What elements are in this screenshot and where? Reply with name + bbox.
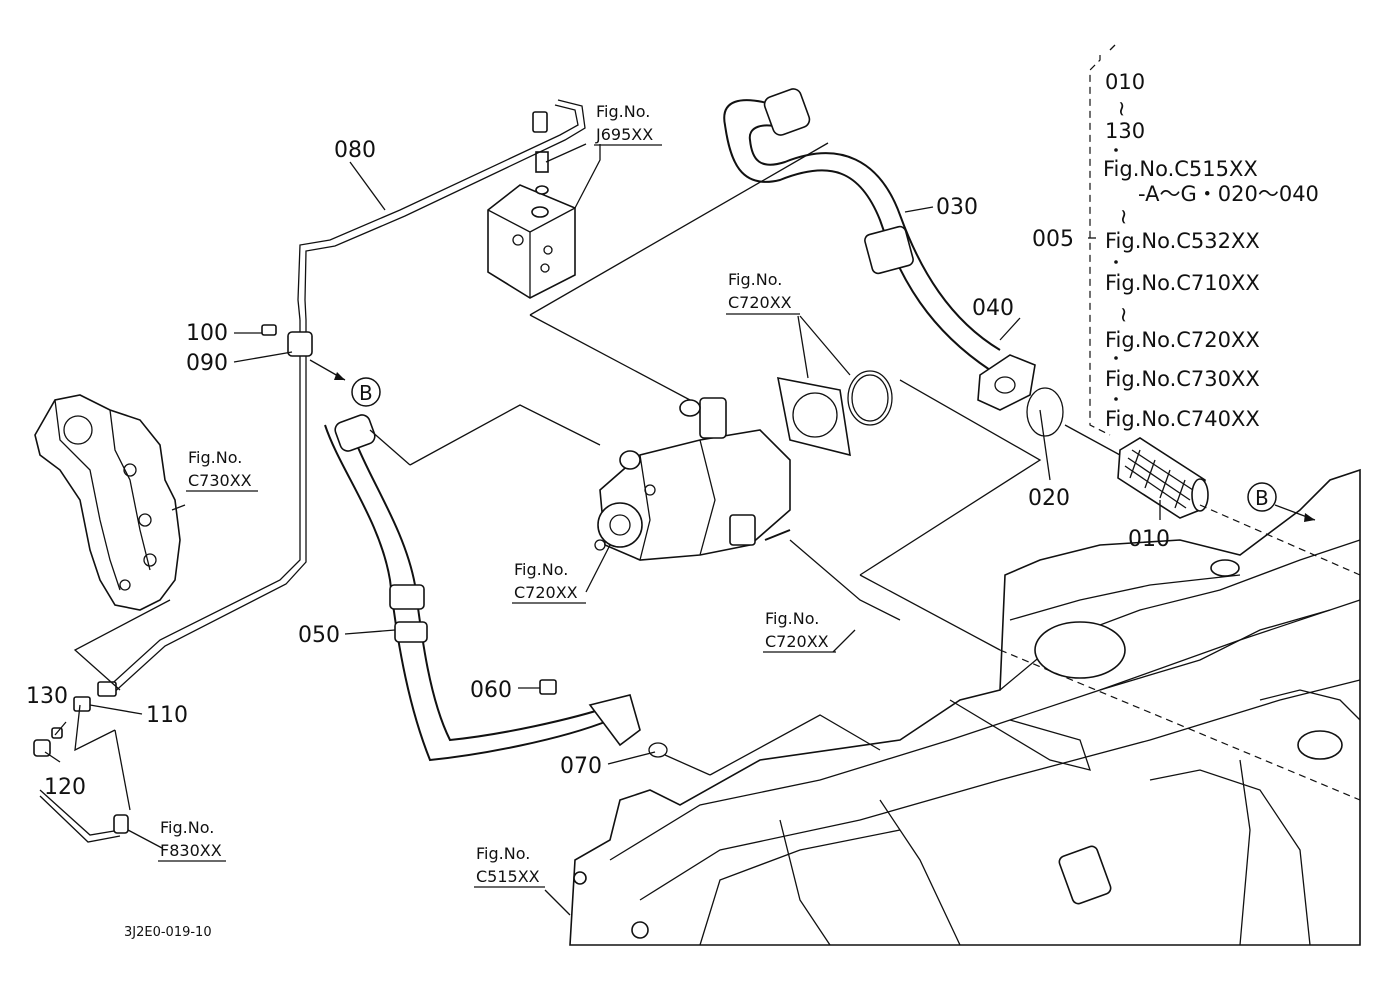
part-label-010: 010	[1128, 527, 1170, 552]
assembly-line-010: 010	[1105, 70, 1145, 94]
assembly-tilde-3: ~	[1112, 306, 1136, 324]
part-label-080: 080	[334, 138, 376, 163]
fig-ref-j695-top: Fig.No.	[596, 102, 650, 121]
fig-ref-c720-gasket-code: C720XX	[728, 293, 792, 312]
part-label-090: 090	[186, 351, 228, 376]
leader-lines	[44, 143, 1161, 916]
assembly-list: 010 ~ 130 Fig.No.C515XX -A～G・020～040 ~ F…	[1103, 70, 1319, 431]
fig-ref-f830: Fig.No. F830XX	[158, 818, 226, 862]
assembly-line-c515: Fig.No.C515XX	[1103, 157, 1258, 181]
fig-ref-c720-pipe-code: C720XX	[765, 632, 829, 651]
assembly-line-c532: Fig.No.C532XX	[1105, 229, 1260, 253]
part-label-020: 020	[1028, 486, 1070, 511]
fig-ref-c720-gasket: Fig.No. C720XX	[726, 270, 800, 315]
fig-ref-c515-top: Fig.No.	[476, 844, 530, 863]
fig-ref-c730-code: C730XX	[188, 471, 252, 490]
pipe-030-drawing	[723, 88, 1064, 437]
part-label-060: 060	[470, 678, 512, 703]
fig-ref-f830-top: Fig.No.	[160, 818, 214, 837]
part-label-070: 070	[560, 754, 602, 779]
gasket-drawing	[776, 370, 893, 457]
part-label-040: 040	[972, 296, 1014, 321]
assembly-line-c730: Fig.No.C730XX	[1105, 367, 1260, 391]
part-label-110: 110	[146, 703, 188, 728]
marker-b-left-text: B	[359, 381, 373, 405]
marker-b-right: B	[1247, 482, 1277, 512]
part-label-005: 005	[1032, 227, 1074, 252]
fig-ref-c515: Fig.No. C515XX	[474, 844, 545, 888]
assembly-line-c740: Fig.No.C740XX	[1105, 407, 1260, 431]
fig-ref-c720-pipe: Fig.No. C720XX	[763, 609, 836, 653]
part-label-120: 120	[44, 775, 86, 800]
assembly-line-130: 130	[1105, 119, 1145, 143]
hydraulic-pump-drawing	[594, 397, 791, 561]
assembly-line-c710: Fig.No.C710XX	[1105, 271, 1260, 295]
pipe-050-drawing	[324, 414, 668, 762]
fig-ref-c720-valve: Fig.No. C720XX	[512, 560, 586, 604]
fig-ref-j695: Fig.No. J695XX	[594, 102, 662, 146]
fig-ref-f830-code: F830XX	[160, 841, 222, 860]
pipe-080-drawing	[73, 99, 586, 712]
b-arrows	[309, 359, 1316, 522]
transmission-case-drawing	[569, 468, 1361, 946]
fig-ref-c730: Fig.No. C730XX	[186, 448, 258, 492]
marker-b-left: B	[351, 377, 381, 407]
filter-010-drawing	[1117, 437, 1209, 519]
part-label-050: 050	[298, 623, 340, 648]
fig-ref-c720-valve-top: Fig.No.	[514, 560, 568, 579]
drawing-code: 3J2E0-019-10	[124, 925, 212, 940]
part-label-100: 100	[186, 321, 228, 346]
fig-ref-j695-code: J695XX	[595, 125, 653, 144]
fig-ref-c720-valve-code: C720XX	[514, 583, 578, 602]
assembly-line-c720: Fig.No.C720XX	[1105, 328, 1260, 352]
marker-b-right-text: B	[1255, 486, 1269, 510]
assembly-tilde-2: ~	[1112, 208, 1136, 226]
fig-ref-c730-top: Fig.No.	[188, 448, 242, 467]
gear-housing-drawing	[34, 394, 181, 611]
part-label-030: 030	[936, 195, 978, 220]
assembly-tilde-1: ~	[1110, 100, 1134, 118]
assembly-line-range: -A～G・020～040	[1138, 182, 1319, 206]
fig-ref-c515-code: C515XX	[476, 867, 540, 886]
connection-lines	[73, 44, 1361, 811]
fig-ref-c720-gasket-top: Fig.No.	[728, 270, 782, 289]
fig-ref-c720-pipe-top: Fig.No.	[765, 609, 819, 628]
valve-block-drawing	[487, 111, 576, 299]
part-label-130: 130	[26, 684, 68, 709]
